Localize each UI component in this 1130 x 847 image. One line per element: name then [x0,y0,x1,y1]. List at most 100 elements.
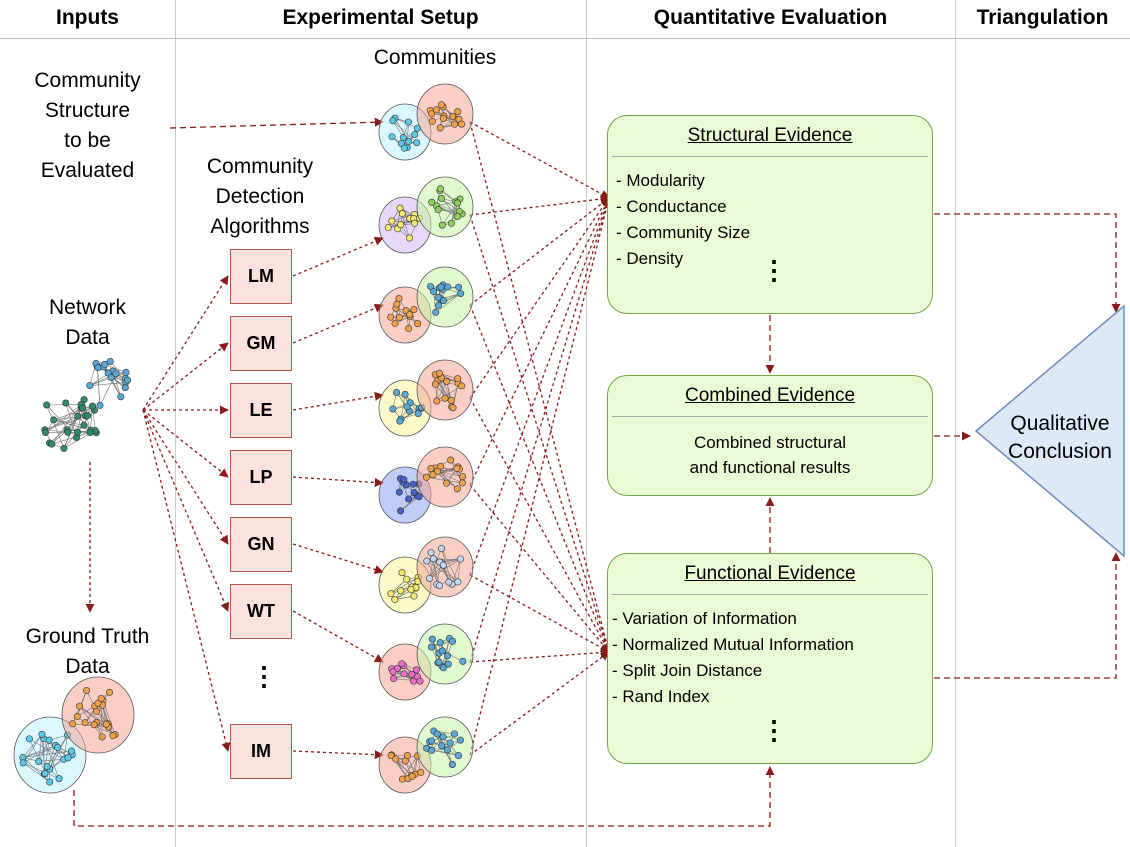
graph-node [54,743,62,751]
graph-node [422,473,430,481]
graph-node [41,769,49,777]
graph-node [435,369,443,377]
graph-node [105,688,113,696]
graph-node [411,219,419,227]
algorithm-box-wt: WT [230,584,292,639]
list-item: - Density [616,249,684,268]
graph-node [437,545,445,553]
graph-node [459,657,467,665]
algorithm-to-community-arrow [292,750,384,760]
graph-node [395,313,403,321]
algorithm-to-community-arrow [292,303,384,344]
combined-evidence-title: Combined Evidence [684,385,856,406]
graph-node [431,380,439,388]
graph-node [425,574,433,582]
graph-node [443,746,451,754]
graph-node [395,295,403,303]
graph-node [109,732,117,740]
community-to-structural-arrow [469,194,610,216]
graph-node [396,417,404,425]
communities-label: Communities [373,46,497,69]
structural-ellipsis: ⋮ [761,255,787,285]
algorithm-box-gm: GM [230,316,292,371]
graph-node [438,647,446,655]
graph-node [437,462,445,470]
network-to-algorithm-arrow [142,409,229,545]
graph-node [447,219,455,227]
graph-node [428,117,436,125]
graph-node [443,377,451,385]
graph-node [435,301,443,309]
graph-node [449,637,457,645]
community-graph [378,716,474,794]
community-graph [378,266,474,344]
graph-node [60,444,68,452]
algorithm-box-le: LE [230,383,292,438]
community-blob [416,266,474,328]
divider [612,416,928,417]
community-to-functional-arrow [469,651,610,756]
graph-node [436,124,444,132]
community-to-structural-arrow [469,197,612,663]
graph-node [436,639,444,647]
network-to-algorithm-arrow [142,342,229,411]
graph-node [454,108,462,116]
graph-node [405,325,413,333]
graph-node [389,405,397,413]
algorithm-box-lp: LP [230,450,292,505]
community-to-functional-arrow [469,484,610,653]
graph-node [389,668,397,676]
list-item: - Normalized Mutual Information [612,635,854,654]
header-experimental-setup: Experimental Setup [282,6,479,29]
graph-node [392,755,400,763]
graph-node [435,582,443,590]
graph-node [399,134,407,142]
graph-node [413,139,421,147]
graph-node [416,677,424,685]
header-divider [0,38,1130,39]
community-to-structural-arrow [469,121,610,199]
ground-truth-to-functional-arrow [73,766,775,827]
graph-node [459,473,467,481]
graph-node [446,739,454,747]
graph-node [441,394,449,402]
graph-node [83,686,91,694]
list-item: - Rand Index [612,687,710,706]
graph-node [397,507,405,515]
community-blob [416,359,474,421]
graph-node [98,733,106,741]
graph-node [38,730,46,738]
graph-node [437,283,445,291]
graph-node [427,282,435,290]
graph-node [404,118,412,126]
graph-node [388,217,396,225]
graph-node [458,479,466,487]
graph-node [444,652,452,660]
graph-node [106,358,114,366]
graph-node [67,747,75,755]
graph-node [439,561,447,569]
graph-node [434,206,442,214]
graph-node [86,429,94,437]
graph-node [395,488,403,496]
graph-node [454,751,462,759]
graph-node [414,410,422,418]
algorithms-ellipsis: ⋮ [251,661,277,691]
graph-node [25,735,33,743]
graph-node [437,185,445,193]
community-to-structural-arrow [469,197,610,486]
network-data-label: Network Data [48,296,127,349]
graph-node [387,590,395,598]
graph-node [405,495,413,503]
graph-node [428,635,436,643]
functional-evidence-title: Functional Evidence [684,563,856,584]
graph-node [389,117,397,125]
community-to-functional-arrow [469,304,611,653]
graph-node [48,440,56,448]
graph-node [400,670,408,678]
graph-node [438,221,446,229]
graph-node [62,399,70,407]
graph-node [391,596,399,604]
graph-node [427,643,435,651]
